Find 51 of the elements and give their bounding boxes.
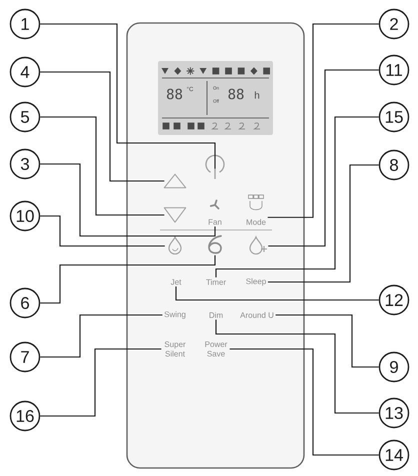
hour-unit: h xyxy=(254,91,260,99)
leader-line xyxy=(230,348,379,456)
leader-line xyxy=(215,320,379,414)
button-label: Fan xyxy=(208,219,222,225)
leader-line xyxy=(40,71,164,182)
leader-line xyxy=(40,348,162,417)
button-label: Sleep xyxy=(246,278,266,286)
leader-line xyxy=(215,116,379,278)
button-label: Around U xyxy=(240,312,274,318)
callout-number: 6 xyxy=(10,288,40,318)
leader-line xyxy=(40,314,162,358)
callout-number: 11 xyxy=(378,54,410,86)
swirl-icon xyxy=(208,235,222,254)
button-label: Dim xyxy=(210,312,223,318)
lcd-digits: 88 xyxy=(166,88,182,100)
up-arrow-icon xyxy=(164,174,186,188)
button-label: Super Silent xyxy=(164,341,186,357)
leader-line xyxy=(40,23,216,169)
callout-number: 12 xyxy=(378,284,410,316)
down-arrow-icon xyxy=(164,207,186,223)
drop-plus-icon xyxy=(249,236,268,255)
power-icon xyxy=(205,154,225,179)
callout-number: 14 xyxy=(378,440,410,470)
lcd-digits: 88 xyxy=(228,88,244,100)
callout-number: 2 xyxy=(378,8,410,40)
callout-number: 3 xyxy=(10,148,40,180)
leader-line xyxy=(268,69,379,247)
drop-icon xyxy=(168,236,182,255)
leader-line xyxy=(276,314,379,368)
leader-line xyxy=(40,163,216,237)
button-label: Mode xyxy=(246,219,266,225)
leader-line xyxy=(40,215,165,247)
callout-number: 16 xyxy=(10,400,40,432)
callout-number: 15 xyxy=(378,102,410,132)
button-label: Jet xyxy=(170,279,182,285)
callout-number: 5 xyxy=(10,102,40,132)
leader-line xyxy=(40,255,216,304)
callout-number: 8 xyxy=(378,150,410,180)
callout-number: 10 xyxy=(10,200,40,232)
callout-number: 7 xyxy=(10,342,40,372)
button-label: Swing xyxy=(164,311,186,319)
button-label: Power Save xyxy=(205,341,228,357)
leader-line xyxy=(268,164,379,283)
callout-number: 9 xyxy=(378,352,410,382)
leader-line xyxy=(268,23,379,218)
callout-number: 13 xyxy=(378,398,410,428)
leader-line xyxy=(175,286,379,301)
leader-line xyxy=(40,116,164,216)
button-label: Timer xyxy=(206,279,226,285)
callout-number: 4 xyxy=(10,56,40,88)
callout-number: 1 xyxy=(10,8,40,40)
